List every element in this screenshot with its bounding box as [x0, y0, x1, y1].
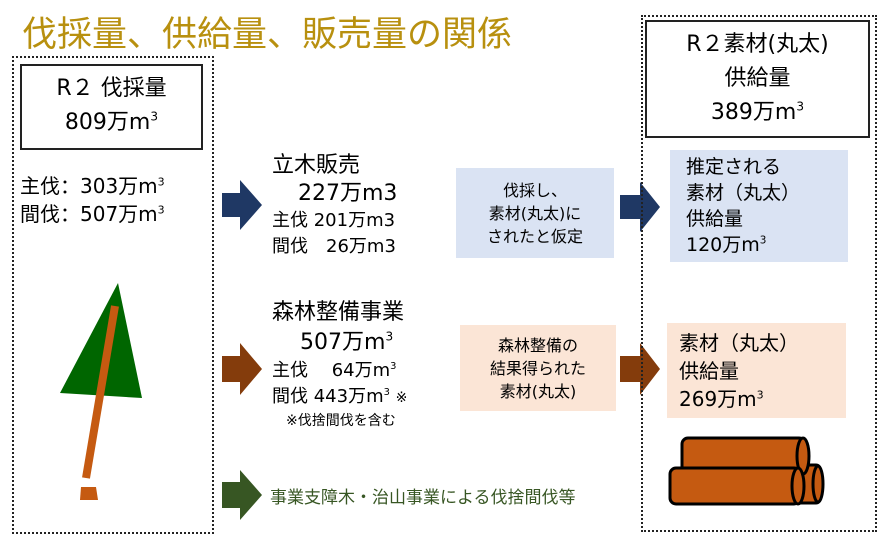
harvest-panel	[12, 56, 214, 534]
supply-value: 269万m3	[679, 386, 764, 411]
box-line: 素材(丸太)	[499, 381, 577, 401]
supply-panel	[641, 15, 877, 532]
standing-thin: 間伐 26万m3	[272, 236, 396, 257]
assumption-box: 伐採し、 素材(丸太)に されたと仮定	[456, 168, 614, 258]
forest-total: 507万m3	[300, 329, 394, 355]
forest-thin: 間伐 443万m3 ※	[272, 386, 408, 407]
box-line: されたと仮定	[486, 226, 583, 246]
thin-cut: 間伐：507万m3	[20, 202, 165, 226]
box-line: 素材（丸太）	[686, 182, 801, 204]
forest-maintenance: 森林整備事業 507万m3 主伐 64万m3 間伐 443万m3 ※ ※伐捨間伐…	[272, 298, 407, 431]
supply-label-2: 供給量	[724, 66, 791, 91]
box-line: 推定される	[686, 156, 782, 178]
arrow-brown-1	[222, 343, 262, 395]
arrow-navy-1	[222, 180, 262, 230]
standing-title: 立木販売	[272, 153, 361, 178]
standing-timber-sales: 立木販売 227万m3 主伐 201万m3 間伐 26万m3	[272, 152, 397, 260]
standing-main: 主伐 201万m3	[272, 210, 396, 231]
box-line: 供給量	[686, 208, 744, 230]
harvest-total: 809万m3	[64, 109, 159, 135]
box-line: 伐採し、	[502, 180, 567, 200]
page-title: 伐採量、供給量、販売量の関係	[22, 15, 513, 55]
log-supply-box: 素材（丸太） 供給量 269万m3	[667, 323, 846, 418]
box-line: 素材(丸太)に	[488, 203, 582, 223]
standing-total: 227万m3	[298, 181, 398, 206]
box-line: 素材（丸太）	[679, 330, 799, 355]
main-cut: 主伐：303万m3	[20, 174, 165, 198]
box-line: 森林整備の	[497, 335, 578, 355]
harvest-header: R２ 伐採量 809万m3	[20, 64, 203, 150]
supply-total: 389万m3	[710, 99, 805, 125]
supply-label: R２素材(丸太)	[686, 32, 829, 57]
box-line: 供給量	[679, 358, 739, 383]
estimated-value: 120万m3	[686, 234, 767, 256]
other-thinning-text: 事業支障木・治山事業による伐捨間伐等	[270, 488, 576, 508]
forest-result-box: 森林整備の 結果得られた 素材(丸太)	[460, 325, 616, 411]
forest-title: 森林整備事業	[272, 300, 405, 325]
estimated-supply-box: 推定される 素材（丸太） 供給量 120万m3	[670, 150, 848, 262]
forest-main: 主伐 64万m3	[272, 360, 397, 381]
box-line: 結果得られた	[489, 358, 586, 378]
supply-header: R２素材(丸太) 供給量 389万m3	[645, 20, 870, 138]
forest-note: ※伐捨間伐を含む	[286, 413, 396, 429]
harvest-breakdown: 主伐：303万m3 間伐：507万m3	[20, 172, 165, 228]
arrow-green	[222, 470, 262, 520]
harvest-label: R２ 伐採量	[56, 76, 167, 101]
